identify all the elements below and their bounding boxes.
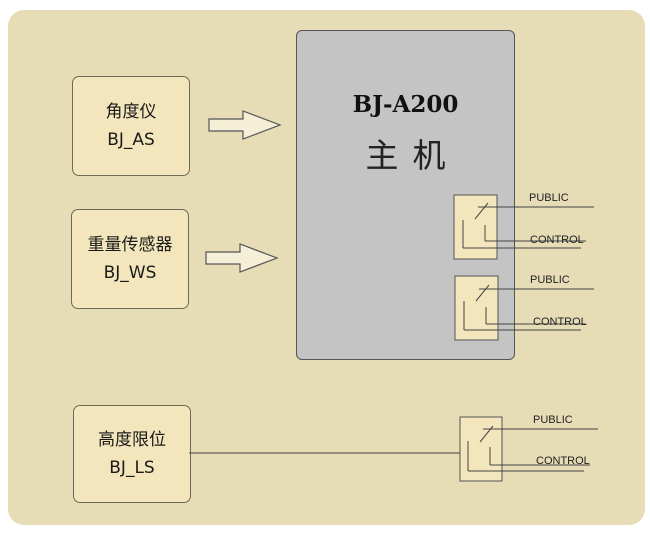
relay-2-control-label: CONTROL (533, 316, 587, 328)
angle-sensor-box: 角度仪 BJ_AS (72, 76, 190, 176)
weight-sensor-code: BJ_WS (103, 263, 157, 283)
host-model: BJ-A200 (352, 91, 459, 118)
host-label: 主机 (365, 136, 460, 175)
height-limit-name: 高度限位 (98, 430, 166, 450)
weight-arrow (205, 243, 279, 273)
height-limit-code: BJ_LS (109, 458, 155, 478)
relay-1-control-label: CONTROL (530, 234, 584, 246)
relay-1-public-label: PUBLIC (529, 192, 569, 204)
angle-sensor-name: 角度仪 (105, 102, 157, 122)
height-limit-box: 高度限位 BJ_LS (73, 405, 191, 503)
angle-arrow (208, 110, 282, 140)
relay-3-box (459, 416, 503, 482)
relay-1-box (453, 194, 498, 260)
relay-1: PUBLIC CONTROL (453, 192, 594, 260)
relay-3-public-label: PUBLIC (533, 414, 573, 426)
relay-2: PUBLIC CONTROL (454, 274, 594, 341)
relay-2-public-label: PUBLIC (530, 274, 570, 286)
weight-sensor-box: 重量传感器 BJ_WS (71, 209, 189, 309)
relay-3-control-label: CONTROL (536, 455, 590, 467)
relay-2-box (454, 275, 499, 341)
angle-sensor-code: BJ_AS (107, 130, 155, 150)
weight-sensor-name: 重量传感器 (87, 235, 173, 255)
relay-3: PUBLIC CONTROL (459, 414, 598, 482)
